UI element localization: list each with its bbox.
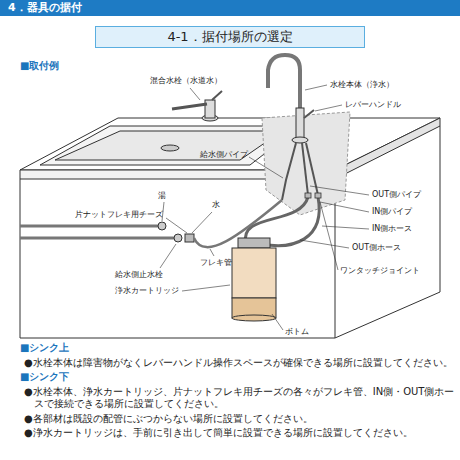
note-bullet: ●各部材は既設の配管にぶつからない場所に設置してください。 xyxy=(24,413,460,426)
part-label: レバーハンドル xyxy=(345,100,401,110)
sink xyxy=(40,126,300,165)
part-label: 片ナットフレキ用チーズ xyxy=(75,210,163,220)
section-heading: ■シンク上 xyxy=(20,342,440,355)
cabinet xyxy=(20,126,440,338)
mixer-faucet xyxy=(172,91,222,121)
cartridge xyxy=(232,238,276,321)
part-label: 水栓本体（浄水） xyxy=(330,80,394,90)
part-label: 水 xyxy=(212,200,220,210)
part-label: フレキ管 xyxy=(200,258,232,268)
part-label: IN側パイプ xyxy=(372,207,412,217)
node-text: 4．器具の据付 xyxy=(8,1,82,15)
water-faucet xyxy=(268,55,314,143)
node-text: 4-1．据付場所の選定 xyxy=(167,29,292,45)
joints xyxy=(305,193,321,198)
note-bullet: ●水栓本体は障害物がなくレバーハンドル操作スペースが確保できる場所に設置してくだ… xyxy=(24,357,460,370)
part-label: ワンタッチジョイント xyxy=(340,266,420,276)
counter xyxy=(20,118,440,179)
part-label: ボトム xyxy=(285,327,309,337)
part-label: 湯 xyxy=(158,191,166,201)
part-label: IN側ホース xyxy=(372,224,412,234)
section-band: 4．器具の据付 xyxy=(0,0,460,16)
section-heading: ■取付例 xyxy=(20,60,59,73)
part-label: 給水側止水栓 xyxy=(115,270,163,280)
part-label: 浄水カートリッジ xyxy=(115,286,179,296)
note-bullet: ●浄水カートリッジは、手前に引き出して簡単に設置できる場所に設置してください。 xyxy=(24,427,460,440)
subsection-box: 4-1．据付場所の選定 xyxy=(95,26,365,48)
note-bullet: ●水栓本体、浄水カートリッジ、片ナットフレキ用チーズの各々がフレキ管、IN側・O… xyxy=(24,386,460,411)
section-heading: ■シンク下 xyxy=(20,371,440,384)
part-label: OUT側ホース xyxy=(352,243,401,253)
leader-lines xyxy=(160,85,369,330)
supply-valves xyxy=(20,200,282,247)
part-label: OUT側パイプ xyxy=(372,190,421,200)
pipes xyxy=(282,143,318,200)
part-label: 給水側パイプ xyxy=(200,150,248,160)
part-label: 混合水栓（水道水） xyxy=(150,76,222,86)
